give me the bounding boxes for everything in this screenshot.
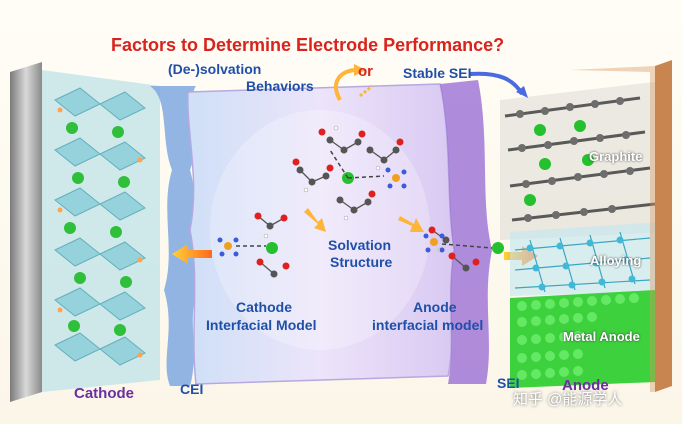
- cathode-model-line1: Cathode: [236, 299, 292, 315]
- desolvation-label-line1: (De-)solvation: [168, 61, 262, 77]
- anode-model-line2: interfacial model: [372, 317, 484, 333]
- sei-layer: [440, 80, 492, 384]
- solvation-molecules: [217, 125, 504, 278]
- cathode-label: Cathode: [74, 385, 134, 402]
- alloying-lattice: [510, 222, 660, 296]
- cei-layer: [150, 86, 198, 386]
- stable-sei-label: Stable SEI: [403, 65, 472, 81]
- figure-title: Factors to Determine Electrode Performan…: [111, 35, 505, 55]
- anode-model-line1: Anode: [413, 299, 457, 315]
- metal-anode-block: [510, 290, 655, 388]
- cathode-current-collector: [10, 62, 42, 402]
- cathode-model-line2: Interfacial Model: [206, 317, 317, 333]
- solvation-label-line2: Structure: [330, 254, 393, 270]
- watermark: 知乎 @能源学人: [513, 391, 623, 408]
- anode-current-collector: [655, 60, 672, 392]
- cathode-lattice: [42, 70, 160, 392]
- graphite-label: Graphite: [589, 149, 643, 164]
- desolvation-label-line2: Behaviors: [246, 78, 314, 94]
- alloying-label: Alloying: [590, 253, 642, 268]
- question-arrows: [334, 64, 528, 101]
- graphite-layers: [500, 80, 672, 240]
- sei-label: SEI: [497, 375, 520, 391]
- metal-anode-label: Metal Anode: [563, 329, 640, 344]
- or-label: or: [358, 63, 373, 80]
- solvation-label-line1: Solvation: [328, 237, 392, 253]
- cei-label: CEI: [180, 381, 204, 397]
- anode-label: Anode: [562, 377, 609, 394]
